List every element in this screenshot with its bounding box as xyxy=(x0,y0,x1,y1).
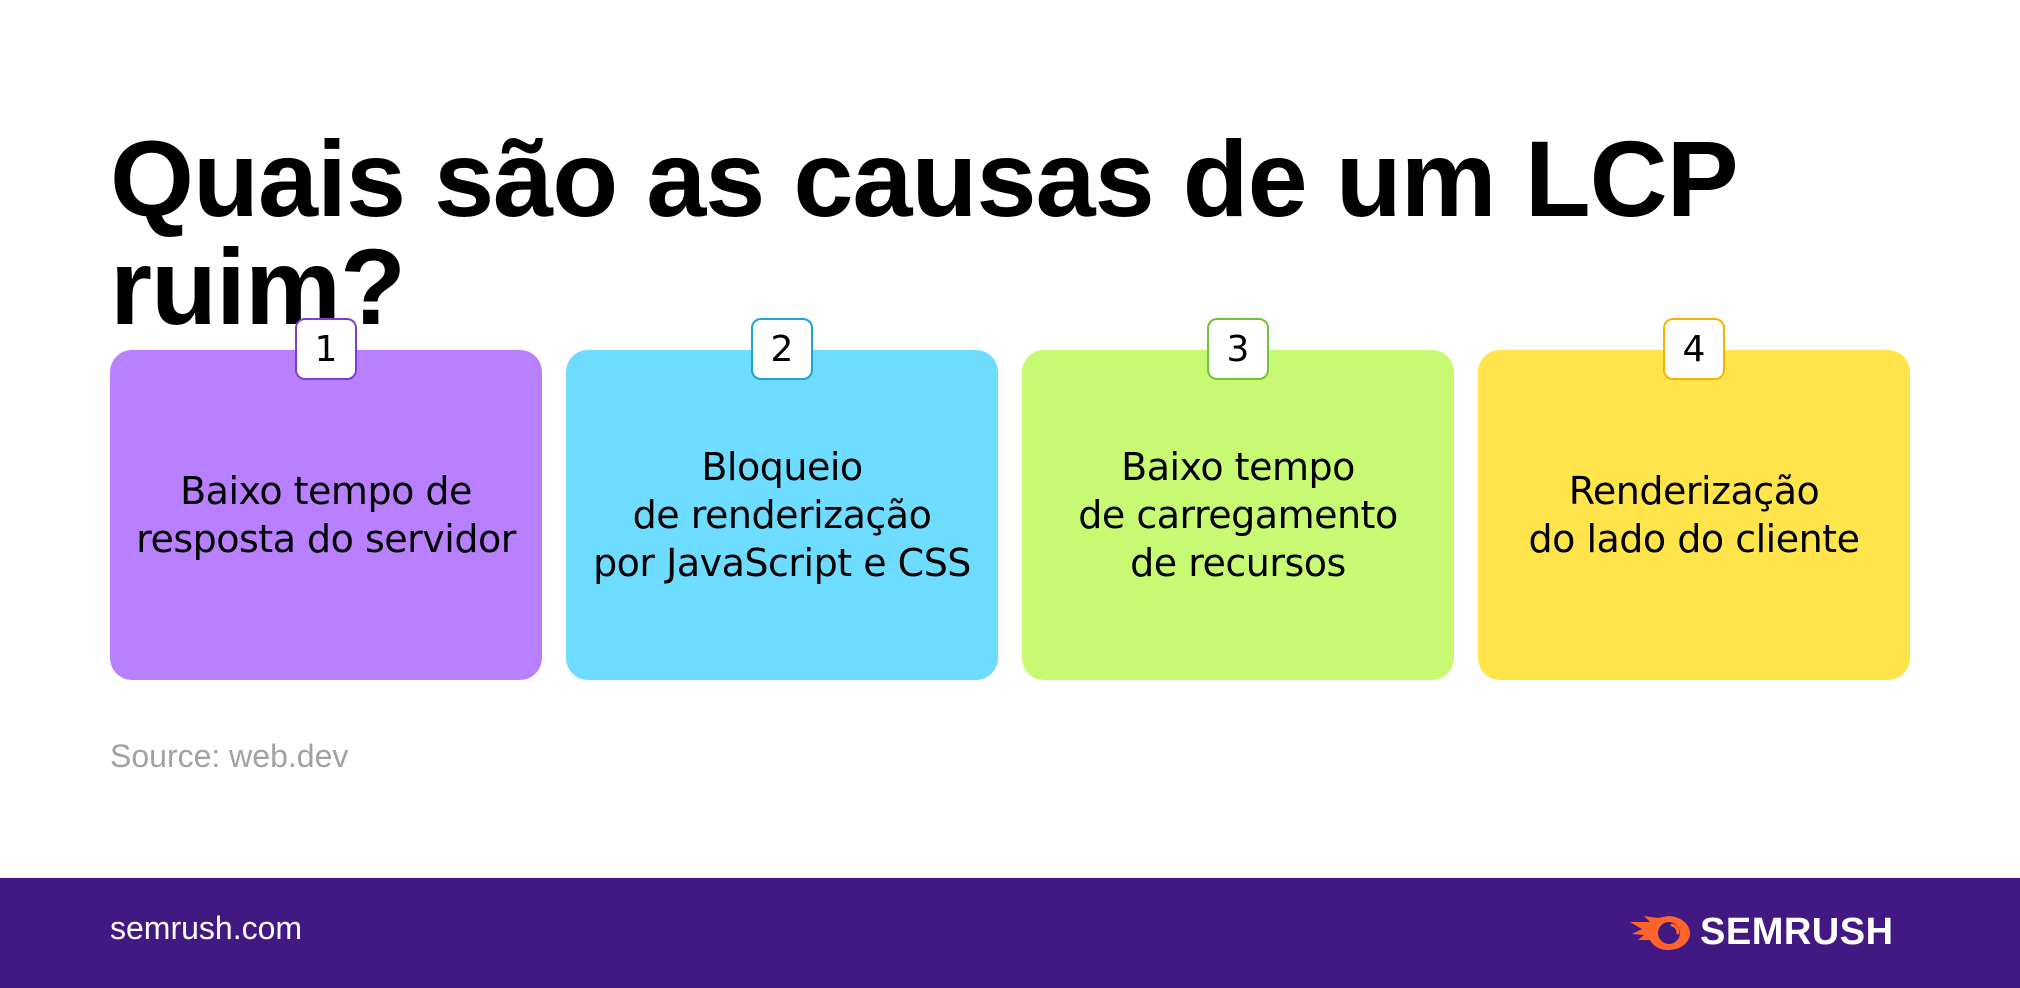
cause-card-3: 3 Baixo tempo de carregamento de recurso… xyxy=(1022,318,1454,680)
card-text: Baixo tempo de resposta do servidor xyxy=(136,469,516,561)
card-number-badge: 2 xyxy=(751,318,813,380)
card-number-badge: 3 xyxy=(1207,318,1269,380)
semrush-fireball-icon xyxy=(1630,916,1690,950)
card-text: Renderização do lado do cliente xyxy=(1528,469,1860,561)
card-text: Baixo tempo de carregamento de recursos xyxy=(1078,445,1398,585)
card-number-badge: 1 xyxy=(295,318,357,380)
logo-wordmark: SEMRUSH xyxy=(1700,910,1894,953)
page-title: Quais são as causas de um LCP ruim? xyxy=(110,118,1737,347)
footer-site-link[interactable]: semrush.com xyxy=(110,910,303,946)
footer-bar: semrush.com SEMRUSH xyxy=(0,878,2020,988)
card-number-badge: 4 xyxy=(1663,318,1725,380)
cause-card-4: 4 Renderização do lado do cliente xyxy=(1478,318,1910,680)
semrush-logo[interactable]: SEMRUSH xyxy=(1628,910,1894,954)
cause-card-1: 1 Baixo tempo de resposta do servidor xyxy=(110,318,542,680)
source-note: Source: web.dev xyxy=(110,738,349,774)
card-text: Bloqueio de renderização por JavaScript … xyxy=(593,445,971,585)
cause-card-2: 2 Bloqueio de renderização por JavaScrip… xyxy=(566,318,998,680)
